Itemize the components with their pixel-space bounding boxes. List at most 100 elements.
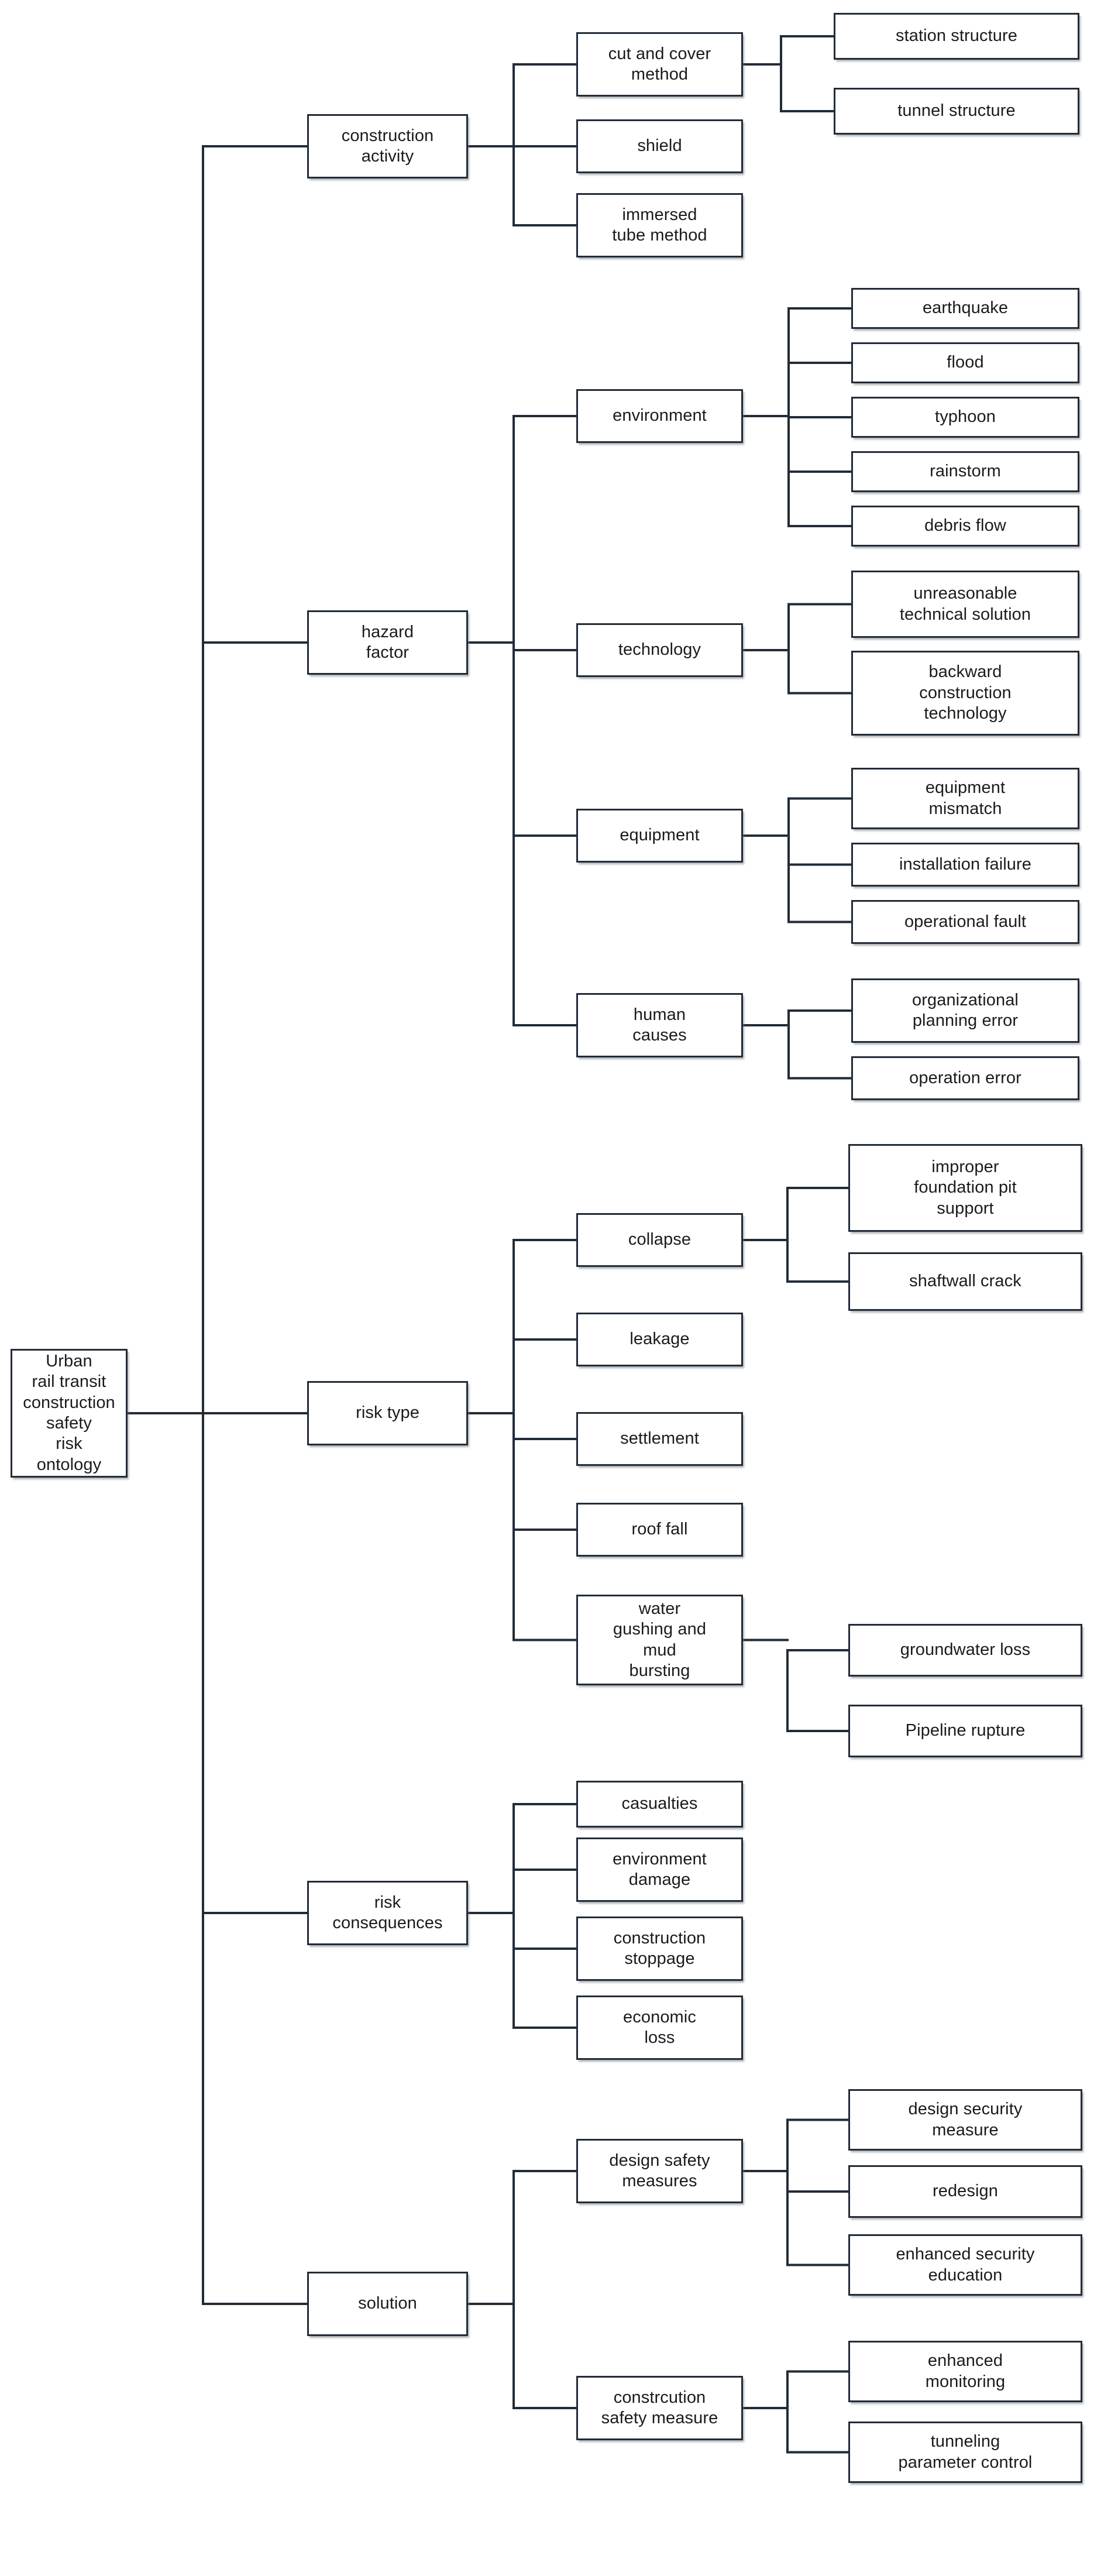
edge-group-root [126,145,308,2305]
node-label: backward construction technology [919,662,1012,723]
node-l3-ts[interactable]: tunnel structure [834,88,1079,135]
node-l3-oe[interactable]: operation error [851,1056,1079,1100]
node-l3-em[interactable]: equipment mismatch [851,768,1079,829]
node-l2-sh[interactable]: shield [576,119,743,173]
edge-group-l2-dsm [742,2118,849,2266]
node-label: debris flow [924,516,1006,535]
node-l2-cc[interactable]: cut and cover method [576,32,743,97]
node-l2-leak[interactable]: leakage [576,1313,743,1366]
node-label: solution [358,2294,417,2313]
node-l3-dsec[interactable]: design security measure [848,2089,1082,2151]
node-label: operation error [909,1068,1021,1087]
node-l2-sett[interactable]: settlement [576,1412,743,1466]
node-label: organizational planning error [912,990,1019,1030]
node-l3-if[interactable]: installation failure [851,843,1079,887]
node-label: operational fault [904,912,1027,931]
node-l3-gwl[interactable]: groundwater loss [848,1624,1082,1677]
node-l3-uts[interactable]: unreasonable technical solution [851,571,1079,638]
node-label: construction activity [341,126,434,166]
node-label: hazard factor [361,622,414,662]
node-l3-bct[interactable]: backward construction technology [851,651,1079,736]
node-label: technology [618,640,701,660]
node-label: redesign [932,2182,999,2201]
node-label: installation failure [899,854,1032,874]
node-label: economic loss [623,2007,696,2047]
node-l2-hum[interactable]: human causes [576,993,743,1057]
node-l3-ss[interactable]: station structure [834,13,1079,60]
edge-group-l2-hum [742,1009,852,1080]
node-l3-swc[interactable]: shaftwall crack [848,1252,1082,1311]
node-label: collapse [628,1230,692,1249]
node-l2-csm[interactable]: constrcution safety measure [576,2376,743,2440]
edge-group-l2-env [742,307,852,527]
node-label: risk consequences [332,1892,443,1932]
node-label: human causes [632,1005,687,1045]
node-l2-cas[interactable]: casualties [576,1781,743,1828]
node-label: tunneling parameter control [898,2432,1033,2472]
node-root[interactable]: Urban rail transit construction safety r… [11,1349,128,1478]
edge-group-l2-tech [742,603,852,695]
edge-group-l1-hf [467,415,577,1026]
node-label: flood [947,353,984,372]
node-l2-envd[interactable]: environment damage [576,1837,743,1902]
node-l3-redes[interactable]: redesign [848,2165,1082,2218]
node-l2-tech[interactable]: technology [576,623,743,677]
node-l2-roof[interactable]: roof fall [576,1503,743,1557]
node-label: unreasonable technical solution [899,584,1031,624]
node-l2-dsm[interactable]: design safety measures [576,2139,743,2203]
node-label: leakage [629,1330,690,1349]
node-label: enhanced monitoring [925,2351,1006,2391]
node-label: roof fall [631,1520,688,1539]
node-l2-env[interactable]: environment [576,389,743,443]
node-l1-ca[interactable]: construction activity [307,114,468,178]
node-l3-df[interactable]: debris flow [851,506,1079,547]
edge-group-l1-ca [467,63,577,226]
node-label: tunnel structure [897,101,1016,121]
edge-group-l2-wg [742,1639,849,1732]
node-l1-hf[interactable]: hazard factor [307,610,468,675]
node-l1-rc[interactable]: risk consequences [307,1881,468,1945]
edge-group-l2-coll [742,1187,849,1283]
edge-group-l2-cc [742,35,835,112]
node-l3-of[interactable]: operational fault [851,900,1079,944]
node-label: design security measure [908,2100,1023,2139]
node-label: station structure [895,26,1017,46]
node-l3-ese[interactable]: enhanced security education [848,2234,1082,2296]
edge-group-l2-csm [742,2370,849,2454]
node-label: construction stoppage [613,1928,706,1968]
node-l2-cstop[interactable]: construction stoppage [576,1916,743,1981]
node-label: immersed tube method [612,205,707,245]
node-label: shield [637,136,682,156]
node-l2-it[interactable]: immersed tube method [576,193,743,257]
node-l3-ope[interactable]: organizational planning error [851,978,1079,1043]
node-label: enhanced security education [896,2245,1035,2285]
node-l2-coll[interactable]: collapse [576,1213,743,1267]
node-l3-rs[interactable]: rainstorm [851,451,1079,492]
node-l2-equip[interactable]: equipment [576,809,743,863]
node-label: groundwater loss [900,1640,1031,1660]
edge-group-l1-rc [467,1803,577,2029]
edge-group-l1-rt [467,1239,577,1641]
node-l2-eloss[interactable]: economic loss [576,1995,743,2060]
node-l3-enm[interactable]: enhanced monitoring [848,2341,1082,2402]
node-l3-pr[interactable]: Pipeline rupture [848,1705,1082,1757]
node-label: Urban rail transit construction safety r… [23,1351,115,1474]
node-label: risk type [356,1403,419,1423]
node-label: equipment [620,826,700,845]
node-l3-ifps[interactable]: improper foundation pit support [848,1144,1082,1232]
node-label: equipment mismatch [925,778,1006,818]
node-l2-wg[interactable]: water gushing and mud bursting [576,1595,743,1685]
node-label: design safety measures [609,2151,710,2190]
node-l3-eq[interactable]: earthquake [851,288,1079,329]
node-l3-fl[interactable]: flood [851,342,1079,383]
node-label: environment damage [613,1849,707,1889]
node-l3-tpc[interactable]: tunneling parameter control [848,2422,1082,2483]
node-label: constrcution safety measure [601,2388,718,2427]
node-l1-sol[interactable]: solution [307,2272,468,2336]
node-label: settlement [620,1429,699,1448]
node-l1-rt[interactable]: risk type [307,1381,468,1445]
edge-group-l2-equip [742,797,852,923]
node-l3-ty[interactable]: typhoon [851,397,1079,438]
node-label: earthquake [922,298,1009,318]
